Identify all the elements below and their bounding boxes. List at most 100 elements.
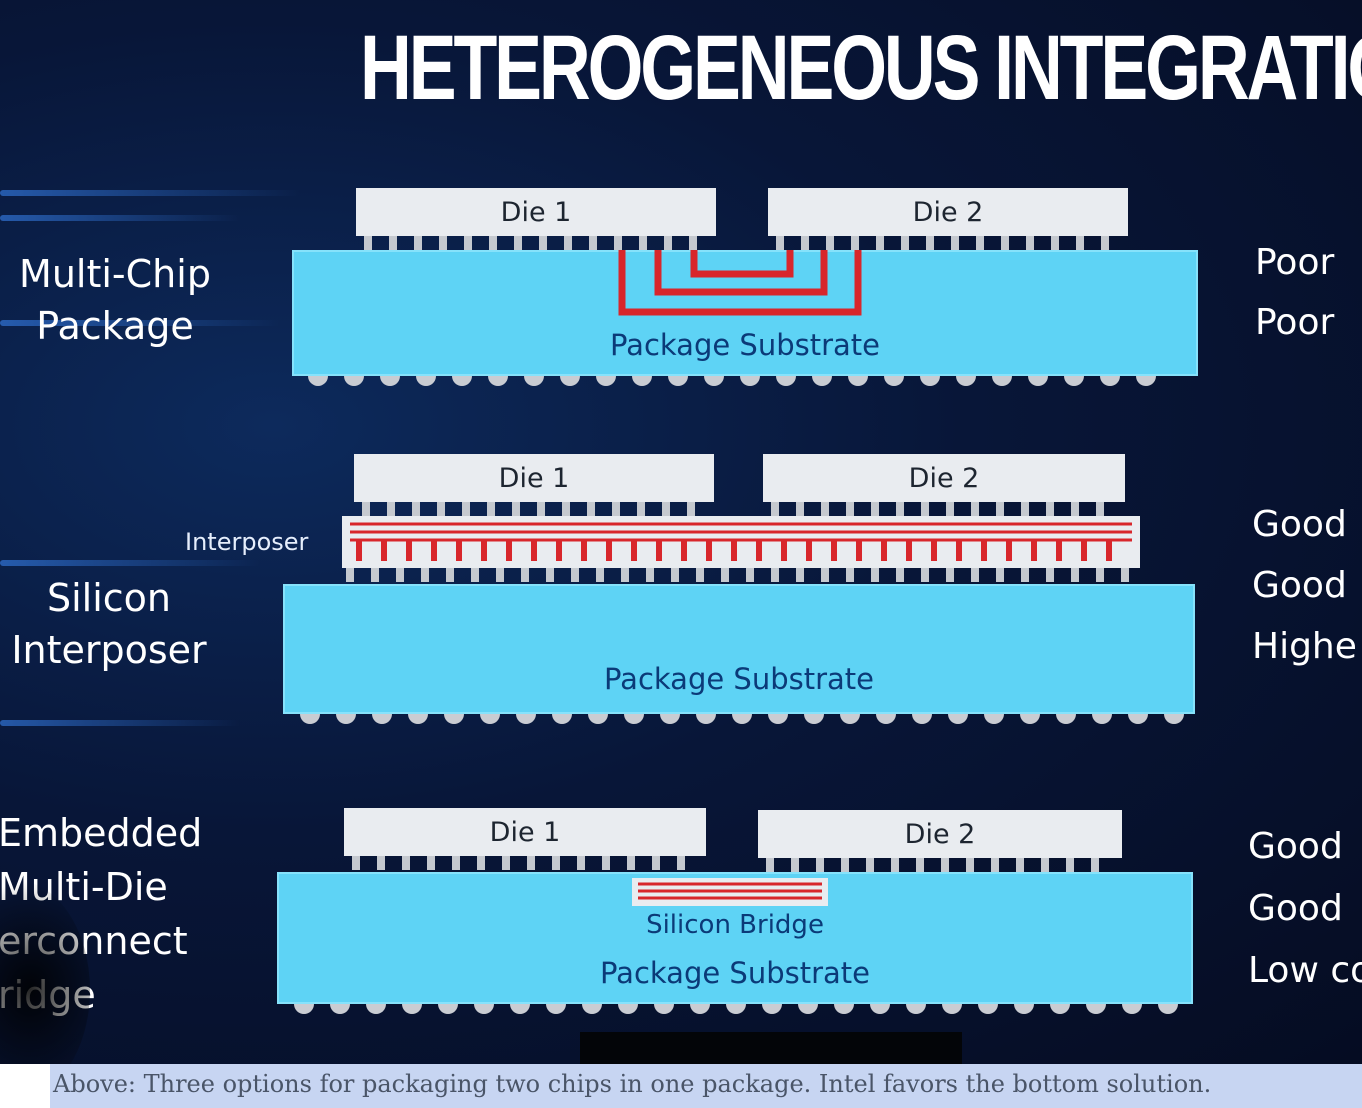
substrate-label: Package Substrate xyxy=(603,662,874,696)
through-via xyxy=(556,541,562,561)
solder-ball xyxy=(732,714,752,724)
micro-bump xyxy=(771,502,779,516)
micro-bump xyxy=(346,568,354,582)
micro-bump xyxy=(791,858,799,872)
micro-bump xyxy=(816,858,824,872)
micro-bump xyxy=(371,568,379,582)
micro-bump xyxy=(966,858,974,872)
solder-ball xyxy=(488,376,508,386)
micro-bump xyxy=(771,568,779,582)
solder-ball xyxy=(1086,1004,1106,1014)
solder-ball xyxy=(1014,1004,1034,1014)
solder-ball xyxy=(480,714,500,724)
wire-trace xyxy=(618,250,862,316)
through-via xyxy=(1106,541,1112,561)
micro-bump xyxy=(414,236,422,250)
row-label-multi-chip: Multi-Chip Package xyxy=(19,252,211,348)
solder-ball xyxy=(740,376,760,386)
micro-bump xyxy=(427,856,435,870)
solder-ball xyxy=(618,1004,638,1014)
wire-trace xyxy=(654,250,828,296)
solder-ball xyxy=(516,714,536,724)
solder-ball xyxy=(624,714,644,724)
through-via xyxy=(1031,541,1037,561)
micro-bump xyxy=(921,568,929,582)
solder-ball xyxy=(336,714,356,724)
podium-shadow xyxy=(580,1032,962,1064)
micro-bump xyxy=(1096,568,1104,582)
micro-bump xyxy=(464,236,472,250)
micro-bump xyxy=(1051,236,1059,250)
micro-bump xyxy=(502,856,510,870)
micro-bump xyxy=(841,858,849,872)
through-via xyxy=(356,541,362,561)
micro-bump xyxy=(352,856,360,870)
micro-bump xyxy=(537,502,545,516)
micro-bump xyxy=(996,502,1004,516)
right-item: Low co xyxy=(1248,950,1362,991)
micro-bump xyxy=(946,568,954,582)
through-via xyxy=(881,541,887,561)
micro-bump xyxy=(1016,858,1024,872)
micro-bump xyxy=(826,236,834,250)
solder-ball xyxy=(776,376,796,386)
micro-bump xyxy=(1046,568,1054,582)
micro-bump xyxy=(1071,502,1079,516)
solder-ball xyxy=(1100,376,1120,386)
micro-bump xyxy=(1101,236,1109,250)
micro-bump xyxy=(846,502,854,516)
micro-bump xyxy=(477,856,485,870)
through-via xyxy=(1056,541,1062,561)
micro-bump xyxy=(621,568,629,582)
through-via xyxy=(931,541,937,561)
right-item: Poor xyxy=(1255,242,1335,283)
solder-ball xyxy=(668,376,688,386)
micro-bump xyxy=(951,236,959,250)
micro-bump xyxy=(1071,568,1079,582)
micro-bump xyxy=(916,858,924,872)
solder-ball xyxy=(768,714,788,724)
solder-ball xyxy=(804,714,824,724)
solder-ball xyxy=(978,1004,998,1014)
through-via xyxy=(481,541,487,561)
micro-bump xyxy=(552,856,560,870)
micro-bump xyxy=(971,568,979,582)
solder-ball xyxy=(1020,714,1040,724)
solder-ball xyxy=(582,1004,602,1014)
micro-bump xyxy=(564,236,572,250)
micro-bump xyxy=(996,568,1004,582)
solder-ball xyxy=(560,376,580,386)
micro-bump xyxy=(821,502,829,516)
package-substrate: Package Substrate xyxy=(283,584,1195,714)
micro-bump xyxy=(437,502,445,516)
micro-bump xyxy=(571,568,579,582)
micro-bump xyxy=(664,236,672,250)
micro-bump xyxy=(677,856,685,870)
through-via xyxy=(856,541,862,561)
micro-bump xyxy=(639,236,647,250)
micro-bump xyxy=(514,236,522,250)
solder-ball xyxy=(1064,376,1084,386)
die-1: Die 1 xyxy=(354,454,714,502)
solder-ball xyxy=(704,376,724,386)
micro-bump xyxy=(389,236,397,250)
solder-ball xyxy=(366,1004,386,1014)
micro-bump xyxy=(921,502,929,516)
micro-bump xyxy=(471,568,479,582)
die-2: Die 2 xyxy=(768,188,1128,236)
micro-bump xyxy=(746,568,754,582)
solder-ball xyxy=(956,376,976,386)
through-via xyxy=(981,541,987,561)
micro-bump xyxy=(1066,858,1074,872)
micro-bump xyxy=(851,236,859,250)
micro-bump xyxy=(487,502,495,516)
through-via xyxy=(406,541,412,561)
micro-bump xyxy=(696,568,704,582)
wire-trace xyxy=(690,250,794,278)
micro-bump xyxy=(896,502,904,516)
through-via xyxy=(531,541,537,561)
micro-bump xyxy=(512,502,520,516)
through-via xyxy=(831,541,837,561)
solder-ball xyxy=(726,1004,746,1014)
micro-bump xyxy=(776,236,784,250)
